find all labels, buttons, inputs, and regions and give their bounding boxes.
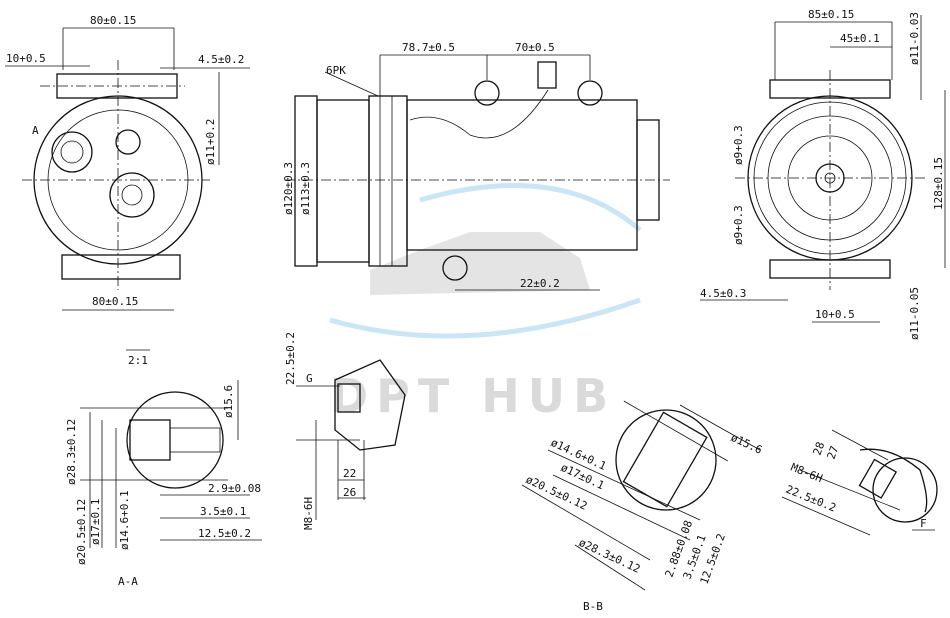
f-thread: M8-6H bbox=[789, 461, 825, 485]
rear-top-hole: ø11-0.03 bbox=[908, 12, 921, 65]
detail-f: 28 27 M8-6H 22.5±0.2 F bbox=[781, 429, 938, 536]
front-section-mark: A bbox=[32, 124, 39, 137]
side-dim-right: 70±0.5 bbox=[515, 41, 555, 54]
scale-label: 2:1 bbox=[128, 354, 148, 367]
g-thread: M8-6H bbox=[302, 497, 315, 530]
front-bottom-width: 80±0.15 bbox=[92, 295, 138, 308]
side-dim-left: 78.7±0.5 bbox=[402, 41, 455, 54]
rear-bottom-hole: ø11-0.05 bbox=[908, 287, 921, 340]
pulley-outer-dia: ø120±0.3 bbox=[282, 162, 295, 215]
bb-title: B-B bbox=[583, 600, 603, 613]
rear-hole-lower: ø9+0.3 bbox=[732, 205, 745, 245]
aa-d6: ø20.5±0.12 bbox=[75, 499, 88, 565]
side-view: 78.7±0.5 70±0.5 6PK ø120±0.3 ø113±0.3 22… bbox=[282, 41, 670, 291]
aa-d5: 12.5±0.2 bbox=[198, 527, 251, 540]
aa-d2: ø28.3±0.12 bbox=[65, 419, 78, 485]
bb-d5: ø28.3±0.12 bbox=[577, 536, 643, 576]
watermark-text: DPT HUB bbox=[330, 369, 616, 423]
aa-title: A-A bbox=[118, 575, 138, 588]
g-depth: 22.5±0.2 bbox=[284, 332, 297, 385]
side-bottom-dim: 22±0.2 bbox=[520, 277, 560, 290]
f-d1: 28 bbox=[811, 440, 828, 457]
f-label: F bbox=[920, 517, 927, 530]
rear-view: 85±0.15 45±0.1 ø11-0.03 ø9+0.3 ø9+0.3 12… bbox=[700, 8, 946, 340]
aa-d3: 2.9±0.08 bbox=[208, 482, 261, 495]
front-hole-dia: ø11+0.2 bbox=[204, 119, 217, 165]
aa-d4: 3.5±0.1 bbox=[200, 505, 246, 518]
belt-type: 6PK bbox=[326, 64, 346, 77]
aa-d7: ø17±0.1 bbox=[89, 499, 102, 545]
f-d2: 27 bbox=[825, 444, 842, 461]
aa-d1: ø15.6 bbox=[222, 385, 235, 418]
rear-hole-upper: ø9+0.3 bbox=[732, 125, 745, 165]
g-d2: 26 bbox=[343, 486, 356, 499]
g-label: G bbox=[306, 372, 313, 385]
bb-d1: ø15.6 bbox=[729, 431, 765, 457]
rear-height: 128±0.15 bbox=[932, 157, 945, 210]
front-top-width: 80±0.15 bbox=[90, 14, 136, 27]
g-d1: 22 bbox=[343, 467, 356, 480]
front-view: 80±0.15 10+0.5 4.5±0.2 ø11+0.2 A 80±0.15… bbox=[5, 14, 250, 367]
rear-offset: 4.5±0.3 bbox=[700, 287, 746, 300]
aa-d8: ø14.6+0.1 bbox=[118, 490, 131, 550]
section-bb: ø15.6 ø14.6+0.1 ø17±0.1 ø20.5±0.12 ø28.3… bbox=[521, 400, 765, 613]
rear-width: 85±0.15 bbox=[808, 8, 854, 21]
front-offset: 4.5±0.2 bbox=[198, 53, 244, 66]
rear-half-width: 45±0.1 bbox=[840, 32, 880, 45]
detail-g: 22.5±0.2 G M8-6H 22 26 bbox=[284, 332, 406, 530]
front-slot: 10+0.5 bbox=[6, 52, 46, 65]
pulley-inner-dia: ø113±0.3 bbox=[299, 162, 312, 215]
section-aa: ø15.6 ø28.3±0.12 2.9±0.08 3.5±0.1 12.5±0… bbox=[65, 380, 262, 588]
watermark-logo: DPT HUB bbox=[329, 182, 642, 423]
rear-slot: 10+0.5 bbox=[815, 308, 855, 321]
